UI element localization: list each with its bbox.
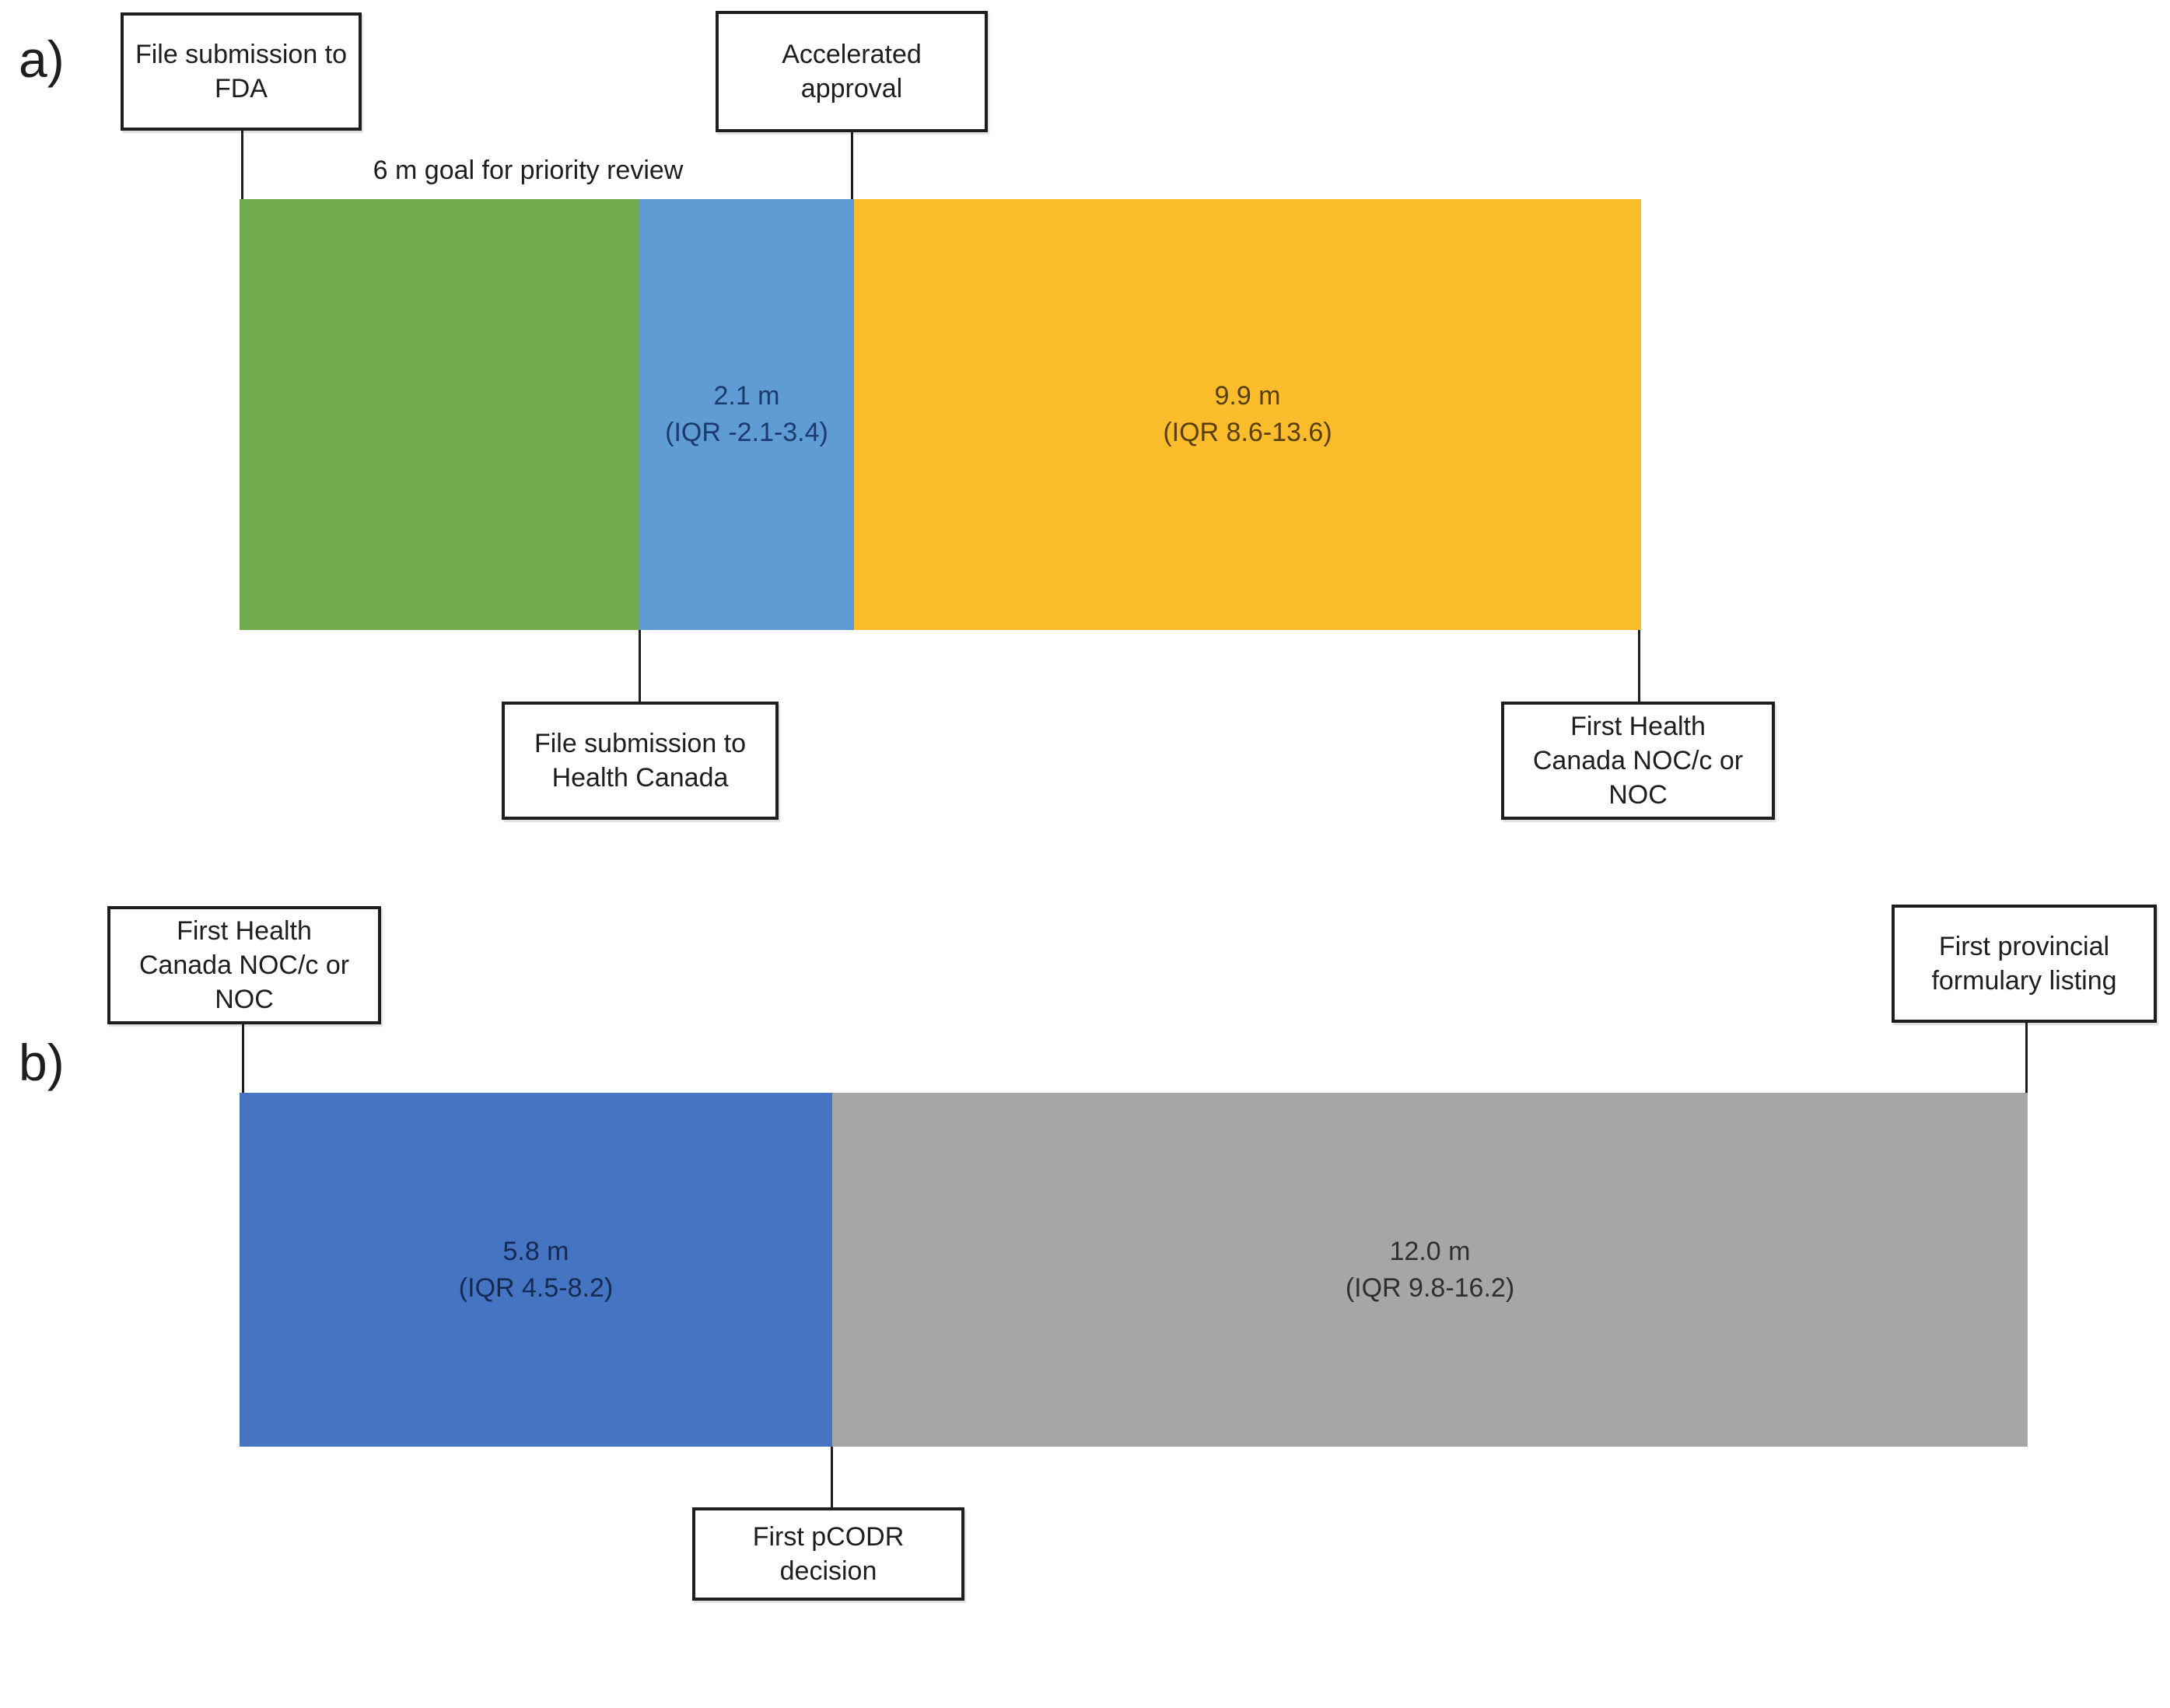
panel-b-label: b) [19,1034,65,1091]
connector-bar-to-first-noc-box [1638,630,1640,702]
callout-first-provincial-listing: First provincial formulary listing [1892,905,2157,1023]
bar-b-segment-gray: 12.0 m (IQR 9.8-16.2) [832,1093,2028,1447]
bar-a-blue-label: 2.1 m (IQR -2.1-3.4) [665,381,828,447]
connector-noc-box-to-bar-b [242,1024,244,1093]
priority-review-goal-note: 6 m goal for priority review [373,156,684,185]
bar-a-segment-yellow: 9.9 m (IQR 8.6-13.6) [854,199,1641,630]
callout-first-pcodr-decision: First pCODR decision [692,1507,964,1601]
bar-b-blue-label: 5.8 m (IQR 4.5-8.2) [458,1236,614,1303]
connector-provincial-box-to-bar-b [2025,1023,2028,1093]
bar-b-gray-label: 12.0 m (IQR 9.8-16.2) [1345,1236,1515,1303]
bar-b-segment-blue: 5.8 m (IQR 4.5-8.2) [240,1093,832,1447]
callout-file-submission-health-canada: File submission to Health Canada [502,702,779,820]
callout-first-noc-panel-a: First Health Canada NOC/c or NOC [1501,702,1775,820]
panel-a-label: a) [19,30,65,88]
callout-first-noc-panel-b: First Health Canada NOC/c or NOC [107,906,381,1024]
bar-a-segment-green [240,199,639,630]
callout-accelerated-approval: Accelerated approval [716,11,988,132]
connector-accelerated-box-to-bar [851,132,853,199]
connector-bar-to-health-canada-box [639,630,641,702]
callout-file-submission-fda: File submission to FDA [121,12,362,131]
bar-a-yellow-label: 9.9 m (IQR 8.6-13.6) [1163,381,1332,447]
connector-fda-box-to-bar [241,131,243,199]
bar-a-segment-blue: 2.1 m (IQR -2.1-3.4) [639,199,854,630]
connector-bar-b-to-pcodr-box [831,1447,833,1507]
